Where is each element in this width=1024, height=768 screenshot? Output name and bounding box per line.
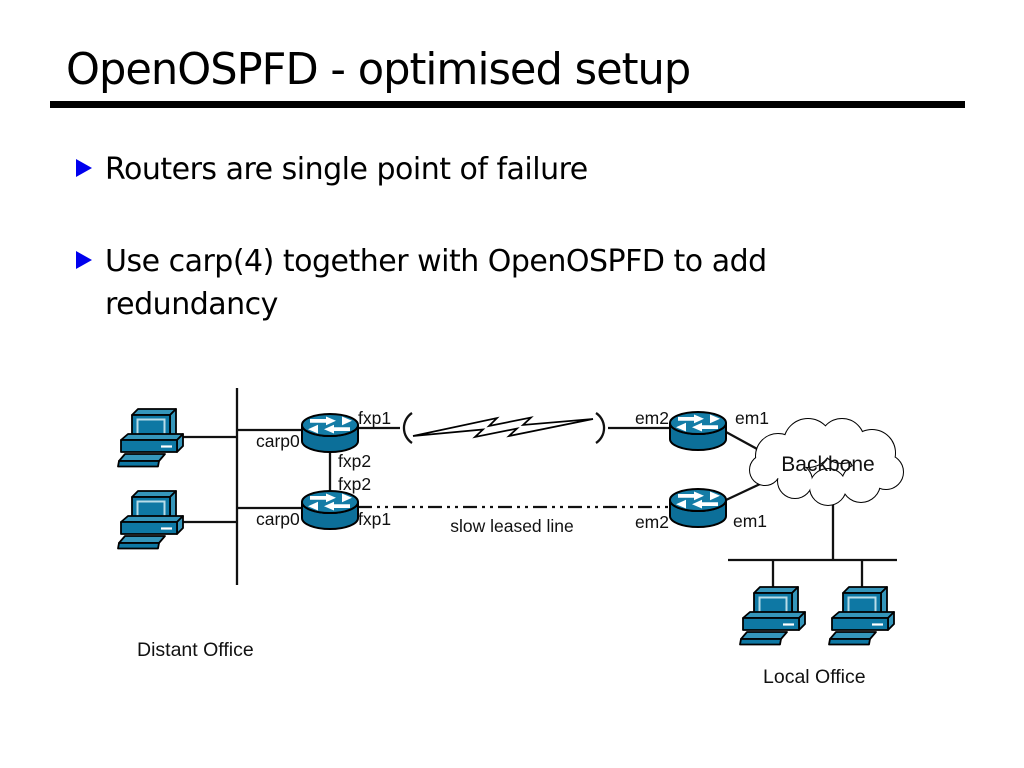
label-fxp1-top: fxp1 <box>358 408 391 428</box>
workstation-icon <box>116 407 185 468</box>
radio-arc-right-icon <box>595 412 606 444</box>
label-fxp2-top: fxp2 <box>338 451 371 471</box>
router-icon-local-top <box>669 411 727 451</box>
label-em2-bottom: em2 <box>635 512 669 532</box>
bullet-item-2: Use carp(4) together with OpenOSPFD to a… <box>76 240 865 326</box>
label-em1-top: em1 <box>735 408 769 428</box>
bullet-text-1: Routers are single point of failure <box>105 152 588 187</box>
router-icon-local-bottom <box>669 488 727 528</box>
workstation-icon <box>738 585 807 646</box>
bullet-triangle-icon <box>76 159 92 177</box>
backbone-label: Backbone <box>781 453 874 476</box>
workstation-icon <box>116 489 185 550</box>
bullet-item-1: Routers are single point of failure <box>76 148 588 191</box>
label-em1-bottom: em1 <box>733 511 767 531</box>
router-icon-distant-bottom <box>301 490 359 530</box>
slide-title: OpenOSPFD - optimised setup <box>66 44 691 95</box>
router-icon-distant-top <box>301 413 359 453</box>
backbone-cloud: Backbone <box>749 418 904 506</box>
label-carp0-bottom: carp0 <box>256 509 300 529</box>
label-slow-leased-line: slow leased line <box>450 516 574 536</box>
label-distant-office: Distant Office <box>137 639 254 661</box>
radio-arc-left-icon <box>402 412 413 444</box>
wireless-link <box>402 412 606 444</box>
label-fxp1-bottom: fxp1 <box>358 509 391 529</box>
bullet-triangle-icon <box>76 251 92 269</box>
label-carp0-top: carp0 <box>256 431 300 451</box>
label-local-office: Local Office <box>763 666 866 688</box>
label-em2-top: em2 <box>635 408 669 428</box>
workstation-icon <box>827 585 896 646</box>
label-fxp2-bottom: fxp2 <box>338 474 371 494</box>
lightning-bolt-icon <box>412 416 594 439</box>
title-underline <box>50 101 965 108</box>
bullet-text-2: Use carp(4) together with OpenOSPFD to a… <box>105 244 767 322</box>
